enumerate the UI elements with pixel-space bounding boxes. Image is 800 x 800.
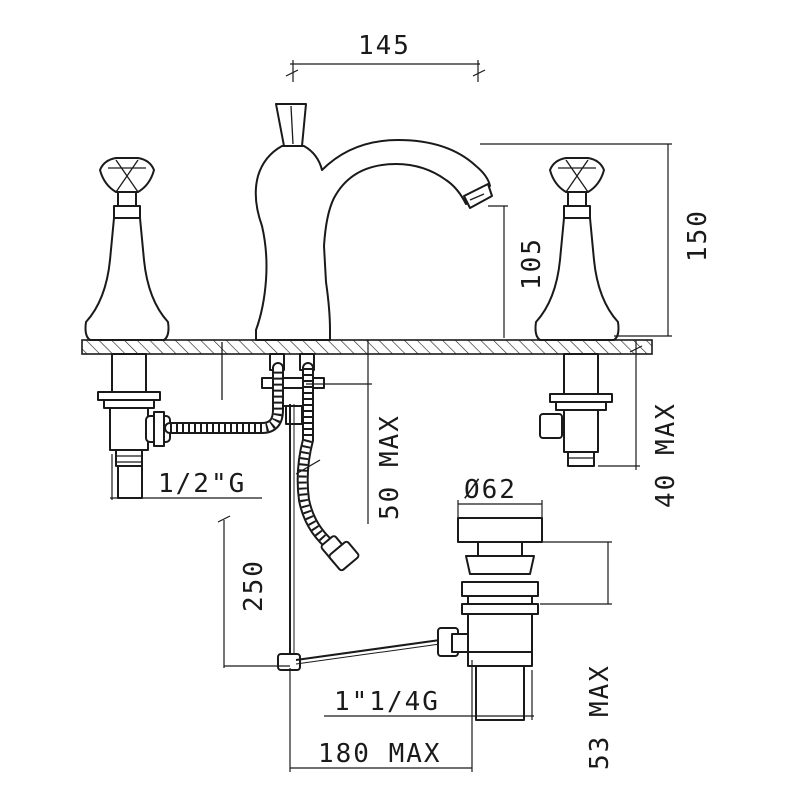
dim-label-waste-diameter: Ø62 xyxy=(464,475,517,505)
dim-label-53-max: 53 MAX xyxy=(585,664,615,770)
right-handle-valve xyxy=(534,157,620,467)
popup-waste xyxy=(437,517,543,721)
spout-body xyxy=(221,103,493,425)
dim-label-250: 250 xyxy=(239,559,269,612)
dim-label-150: 150 xyxy=(683,209,713,262)
dim-label-inlet-thread: 1/2"G xyxy=(158,469,246,499)
deck-countertop xyxy=(81,339,653,355)
braided-hoses xyxy=(164,362,360,572)
popup-rod xyxy=(277,404,441,671)
dim-label-40-max: 40 MAX xyxy=(651,402,681,508)
left-handle-valve xyxy=(84,157,171,499)
dim-label-waste-thread: 1"1/4G xyxy=(334,687,440,717)
dim-label-50-max: 50 MAX xyxy=(375,414,405,520)
dim-label-105: 105 xyxy=(517,237,547,290)
dimension-lines xyxy=(110,60,672,772)
dim-label-180-max: 180 MAX xyxy=(318,739,442,769)
dim-label-145: 145 xyxy=(358,31,411,61)
